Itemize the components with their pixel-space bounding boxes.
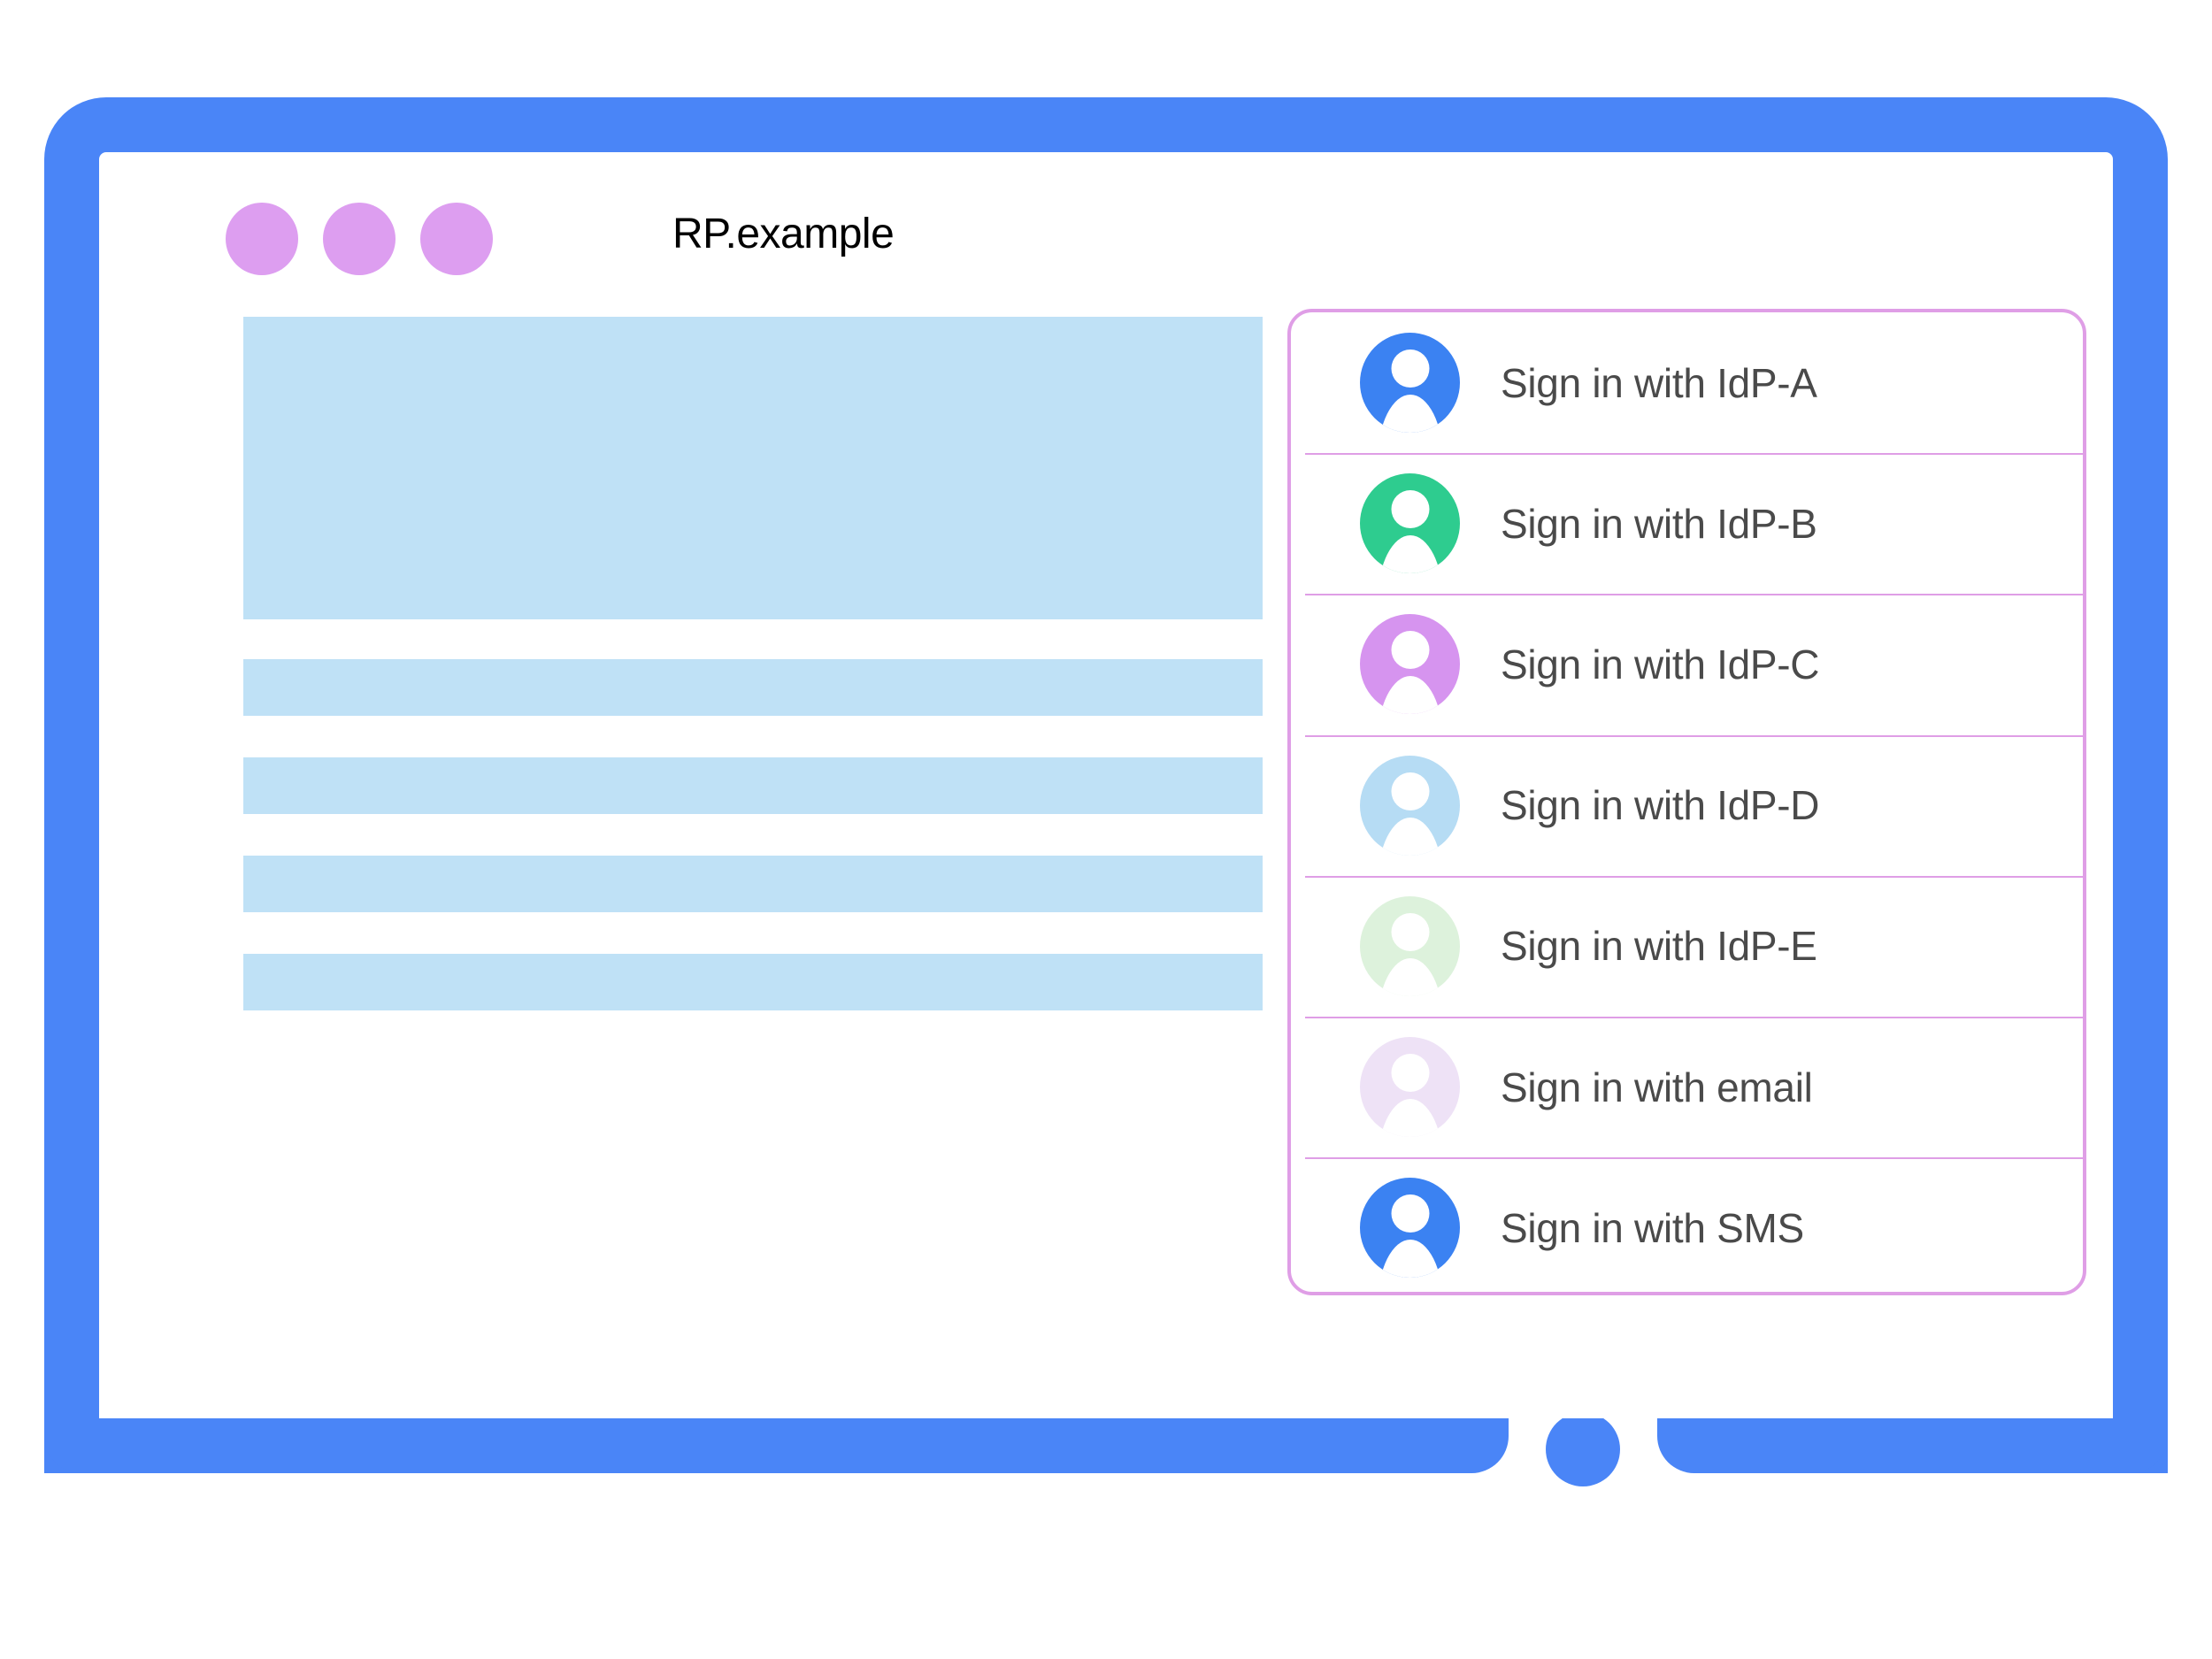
page-content-placeholders bbox=[243, 317, 1263, 1052]
text-line-placeholder-2 bbox=[243, 757, 1263, 814]
account-avatar-icon bbox=[1360, 895, 1460, 996]
text-line-placeholder-1 bbox=[243, 659, 1263, 716]
signin-option-idp-a[interactable]: Sign in with IdP-A bbox=[1291, 312, 2083, 453]
signin-option-email[interactable]: Sign in with email bbox=[1291, 1016, 2083, 1157]
account-avatar-icon bbox=[1360, 755, 1460, 856]
device-frame: RP.example Sign in with IdP-A Sign in wi… bbox=[44, 97, 2168, 1486]
signin-option-label: Sign in with email bbox=[1501, 1064, 1813, 1110]
signin-option-idp-d[interactable]: Sign in with IdP-D bbox=[1291, 734, 2083, 876]
account-avatar-icon bbox=[1360, 473, 1460, 574]
signin-option-idp-c[interactable]: Sign in with IdP-C bbox=[1291, 594, 2083, 734]
device-bezel-bottom-right bbox=[1657, 1418, 2168, 1473]
signin-option-label: Sign in with SMS bbox=[1501, 1204, 1804, 1251]
hero-placeholder bbox=[243, 317, 1263, 619]
window-dot-2-icon[interactable] bbox=[323, 203, 396, 275]
signin-option-label: Sign in with IdP-A bbox=[1501, 359, 1817, 406]
signin-option-label: Sign in with IdP-E bbox=[1501, 923, 1817, 970]
window-dot-1-icon[interactable] bbox=[226, 203, 298, 275]
signin-option-idp-b[interactable]: Sign in with IdP-B bbox=[1291, 453, 2083, 594]
signin-option-label: Sign in with IdP-D bbox=[1501, 782, 1820, 829]
home-button[interactable] bbox=[1546, 1412, 1620, 1486]
text-line-placeholder-4 bbox=[243, 954, 1263, 1010]
page-title: RP.example bbox=[672, 211, 895, 257]
account-avatar-icon bbox=[1360, 1178, 1460, 1279]
text-line-placeholder-3 bbox=[243, 856, 1263, 912]
window-dot-3-icon[interactable] bbox=[420, 203, 493, 275]
account-avatar-icon bbox=[1360, 1037, 1460, 1138]
device-bezel-bottom-left bbox=[44, 1418, 1509, 1473]
signin-account-chooser-panel: Sign in with IdP-A Sign in with IdP-B Si… bbox=[1287, 309, 2086, 1295]
account-avatar-icon bbox=[1360, 614, 1460, 715]
signin-option-label: Sign in with IdP-B bbox=[1501, 500, 1817, 547]
browser-screen: RP.example Sign in with IdP-A Sign in wi… bbox=[99, 152, 2113, 1418]
signin-option-label: Sign in with IdP-C bbox=[1501, 641, 1820, 687]
signin-option-sms[interactable]: Sign in with SMS bbox=[1291, 1157, 2083, 1292]
signin-option-idp-e[interactable]: Sign in with IdP-E bbox=[1291, 875, 2083, 1017]
browser-title-bar: RP.example bbox=[99, 152, 2113, 303]
account-avatar-icon bbox=[1360, 333, 1460, 434]
